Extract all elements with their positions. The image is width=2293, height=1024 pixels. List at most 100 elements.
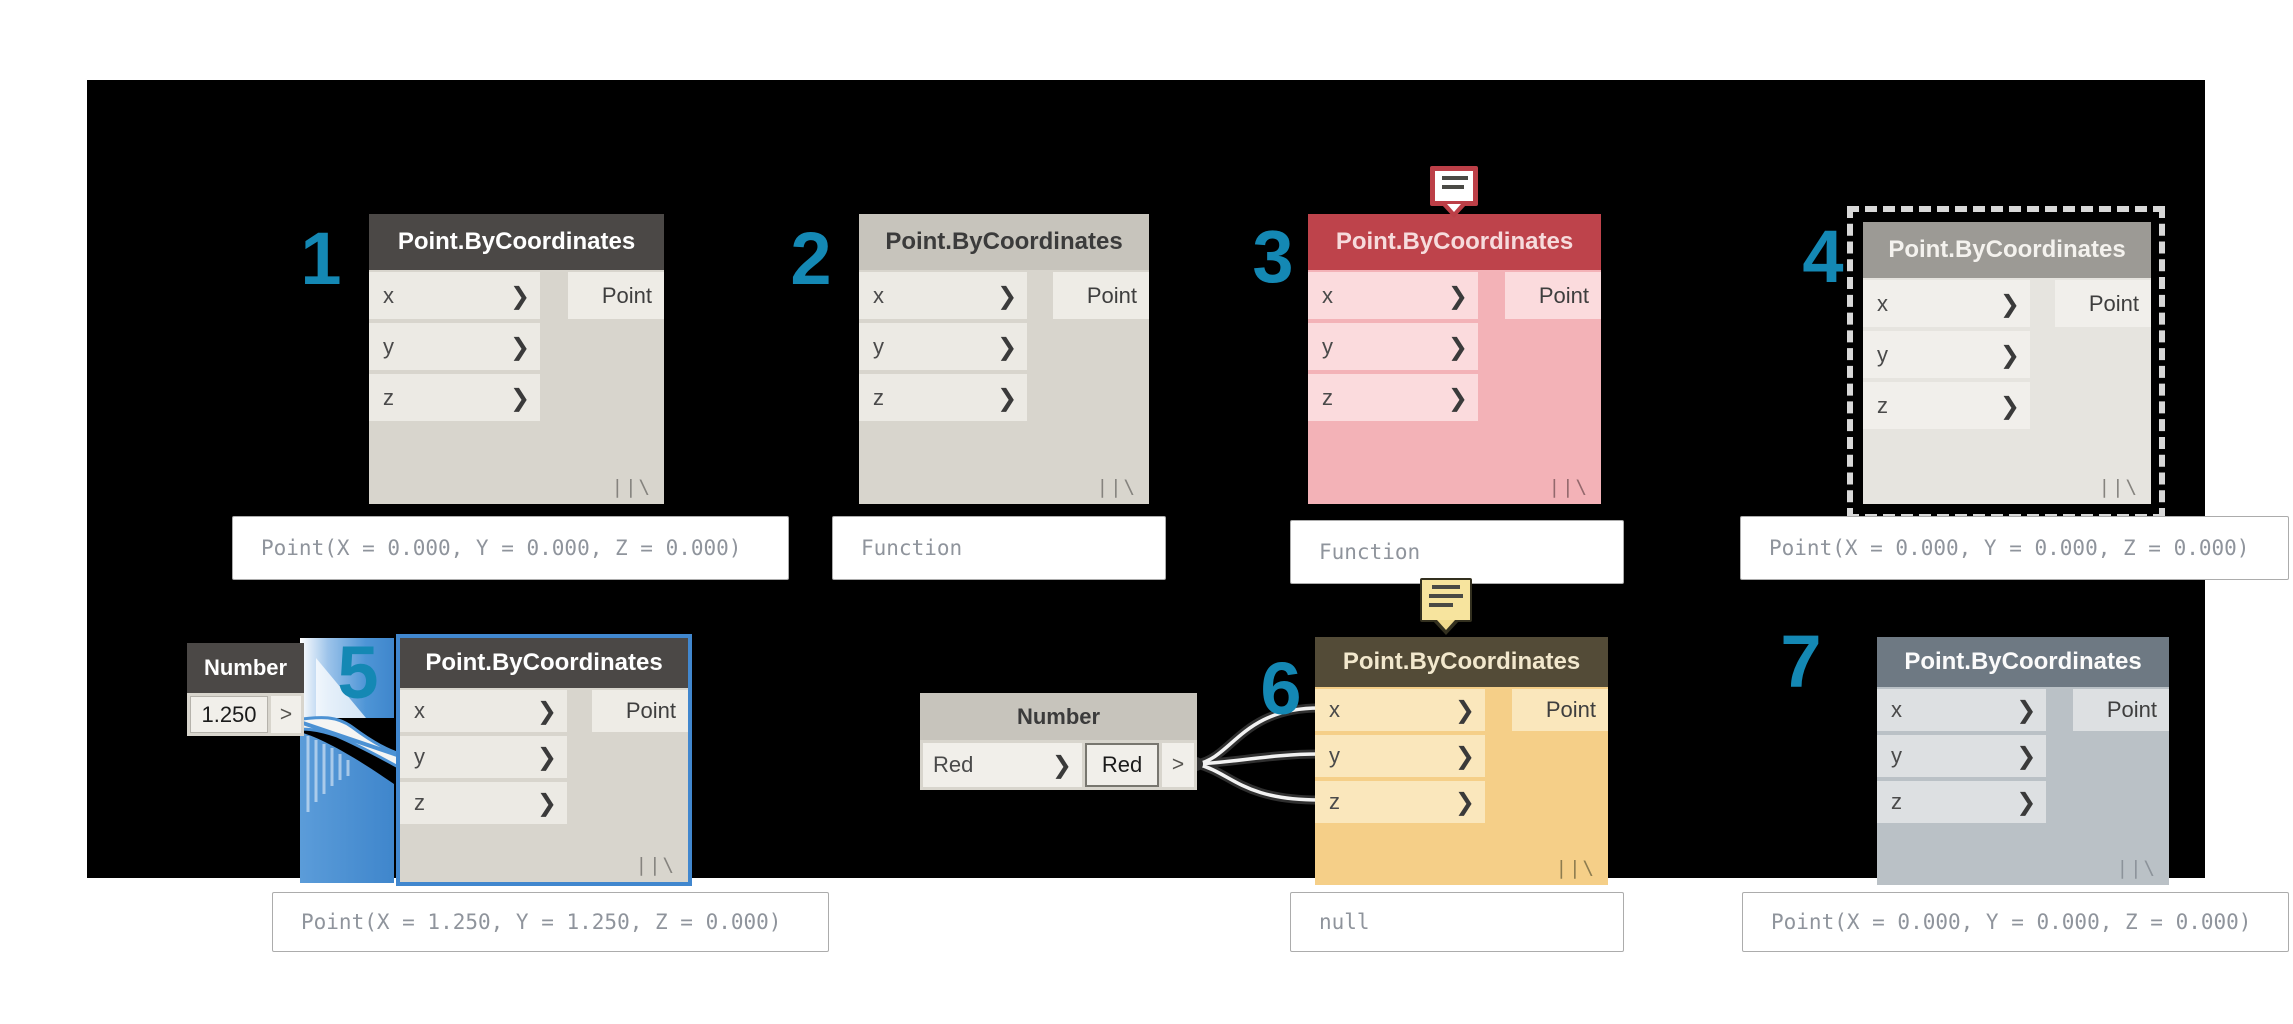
port-chevron-icon: ❯ [2016, 788, 2037, 816]
port-chevron-icon: ❯ [536, 743, 558, 771]
number-value-field[interactable]: 1.250 [190, 696, 268, 733]
input-port-y[interactable]: y❯ [1877, 735, 2047, 777]
state-number-7: 7 [1780, 620, 1821, 703]
input-port-y[interactable]: y❯ [1863, 331, 2031, 378]
lacing-icon[interactable]: ||\ [611, 476, 652, 498]
input-port-x[interactable]: x❯ [1315, 689, 1485, 731]
input-port-x[interactable]: x❯ [400, 690, 568, 732]
port-chevron-icon: ❯ [1051, 751, 1072, 779]
output-port-point[interactable]: Point [1512, 689, 1608, 731]
output-port-point[interactable]: Point [568, 272, 664, 319]
port-chevron-icon: ❯ [1454, 696, 1475, 724]
lacing-icon[interactable]: ||\ [2098, 476, 2139, 498]
preview-bubble[interactable]: Function [832, 516, 1166, 580]
node-error[interactable]: Point.ByCoordinates x❯ y❯ z❯ Point ||\ [1308, 214, 1601, 504]
output-port-point[interactable]: Point [2073, 689, 2169, 731]
number-value-field[interactable]: Red [1085, 743, 1159, 787]
port-chevron-icon: ❯ [1447, 332, 1468, 361]
preview-bubble[interactable]: Point(X = 0.000, Y = 0.000, Z = 0.000) [232, 516, 789, 580]
output-port-point[interactable]: Point [1053, 272, 1149, 319]
preview-bubble[interactable]: Point(X = 1.250, Y = 1.250, Z = 0.000) [272, 892, 829, 952]
node-selected[interactable]: Point.ByCoordinates x❯ y❯ z❯ Point ||\ [400, 638, 688, 882]
node-title[interactable]: Point.ByCoordinates [369, 214, 664, 270]
preview-bubble[interactable]: Function [1290, 520, 1624, 584]
state-number-4: 4 [1802, 215, 1843, 298]
dynamo-workspace-canvas[interactable]: 1 2 3 4 5 6 7 Point.ByCoordinates x❯ y❯ … [87, 80, 2289, 952]
port-chevron-icon: ❯ [1999, 289, 2021, 318]
lacing-icon[interactable]: ||\ [1555, 857, 1596, 879]
lacing-icon[interactable]: ||\ [1548, 476, 1589, 498]
input-port-y[interactable]: y❯ [369, 323, 541, 370]
state-number-6: 6 [1260, 647, 1301, 730]
warning-tooltip-icon[interactable] [1420, 578, 1472, 635]
port-chevron-icon: ❯ [509, 383, 531, 412]
output-port-point[interactable]: Point [2055, 280, 2151, 327]
state-number-1: 1 [300, 217, 341, 300]
port-chevron-icon: ❯ [2016, 742, 2037, 770]
input-port-y[interactable]: y❯ [400, 736, 568, 778]
port-chevron-icon: ❯ [1999, 340, 2021, 369]
input-port-y[interactable]: y❯ [1315, 735, 1485, 777]
output-port-point[interactable]: Point [1505, 272, 1601, 319]
port-chevron-icon: ❯ [536, 697, 558, 725]
lacing-icon[interactable]: ||\ [635, 854, 676, 876]
output-port[interactable]: > [1162, 743, 1194, 787]
state-number-3: 3 [1252, 215, 1293, 298]
wire-stripes [306, 736, 350, 812]
output-port-point[interactable]: Point [592, 690, 688, 732]
input-port-x[interactable]: x❯ [369, 272, 541, 319]
port-chevron-icon: ❯ [1454, 742, 1475, 770]
input-port-z[interactable]: z❯ [859, 374, 1028, 421]
input-port-red[interactable]: Red ❯ [923, 743, 1082, 787]
input-port-y[interactable]: y❯ [859, 323, 1028, 370]
number-node-red[interactable]: Number Red ❯ Red > [920, 693, 1197, 790]
preview-bubble[interactable]: Point(X = 0.000, Y = 0.000, Z = 0.000) [1742, 892, 2289, 952]
port-chevron-icon: ❯ [1447, 281, 1468, 310]
input-port-x[interactable]: x❯ [1877, 689, 2047, 731]
input-port-x[interactable]: x❯ [1308, 272, 1478, 319]
input-port-z[interactable]: z❯ [1877, 781, 2047, 823]
port-chevron-icon: ❯ [536, 789, 558, 817]
input-port-z[interactable]: z❯ [1308, 374, 1478, 421]
port-chevron-icon: ❯ [997, 332, 1018, 361]
lacing-icon[interactable]: ||\ [2116, 857, 2157, 879]
port-chevron-icon: ❯ [997, 281, 1018, 310]
preview-bubble[interactable]: Point(X = 0.000, Y = 0.000, Z = 0.000) [1740, 516, 2289, 580]
error-tooltip-icon[interactable] [1430, 166, 1478, 218]
node-title[interactable]: Point.ByCoordinates [1877, 637, 2169, 687]
lacing-icon[interactable]: ||\ [1096, 476, 1137, 498]
node-title[interactable]: Point.ByCoordinates [1308, 214, 1601, 270]
input-port-x[interactable]: x❯ [859, 272, 1028, 319]
port-chevron-icon: ❯ [509, 281, 531, 310]
input-port-x[interactable]: x❯ [1863, 280, 2031, 327]
state-number-5: 5 [337, 631, 378, 714]
input-port-z[interactable]: z❯ [1863, 382, 2031, 429]
input-port-z[interactable]: z❯ [1315, 781, 1485, 823]
node-title[interactable]: Point.ByCoordinates [400, 638, 688, 688]
wire-core [293, 718, 401, 758]
port-chevron-icon: ❯ [1999, 391, 2021, 420]
node-active[interactable]: Point.ByCoordinates x❯ y❯ z❯ Point ||\ [369, 214, 664, 504]
input-port-z[interactable]: z❯ [369, 374, 541, 421]
node-frozen[interactable]: Point.ByCoordinates x❯ y❯ z❯ Point ||\ [1863, 222, 2151, 504]
output-port[interactable]: > [271, 696, 301, 733]
node-preview-off[interactable]: Point.ByCoordinates x❯ y❯ z❯ Point ||\ [1877, 637, 2169, 885]
node-warning[interactable]: Point.ByCoordinates x❯ y❯ z❯ Point ||\ [1315, 637, 1608, 885]
node-title[interactable]: Point.ByCoordinates [859, 214, 1149, 270]
input-port-y[interactable]: y❯ [1308, 323, 1478, 370]
state-number-2: 2 [790, 217, 831, 300]
node-title[interactable]: Number [187, 643, 304, 693]
node-title[interactable]: Point.ByCoordinates [1315, 637, 1608, 687]
port-chevron-icon: ❯ [509, 332, 531, 361]
port-chevron-icon: ❯ [2016, 696, 2037, 724]
selected-wires[interactable] [292, 632, 407, 937]
node-title[interactable]: Number [920, 693, 1197, 740]
number-node[interactable]: Number 1.250 > [187, 643, 304, 736]
input-port-z[interactable]: z❯ [400, 782, 568, 824]
wire-highlight [316, 658, 366, 718]
node-title[interactable]: Point.ByCoordinates [1863, 222, 2151, 278]
port-chevron-icon: ❯ [1447, 383, 1468, 412]
preview-bubble[interactable]: null [1290, 892, 1624, 952]
node-inactive[interactable]: Point.ByCoordinates x❯ y❯ z❯ Point ||\ [859, 214, 1149, 504]
